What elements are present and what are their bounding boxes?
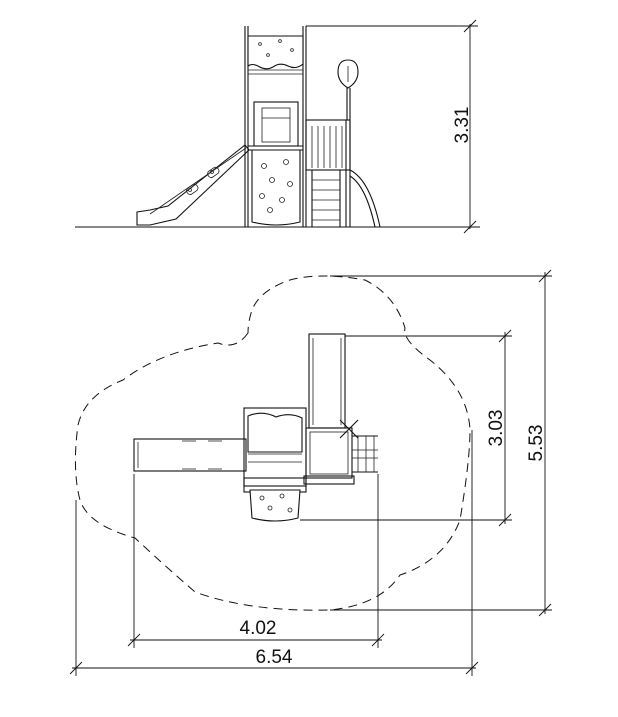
elevation-tower (244, 26, 307, 227)
dimension-depth-total-label: 5.53 (526, 425, 547, 462)
height-dimension: 3.31 (306, 19, 478, 234)
plan-tower (243, 407, 307, 522)
elevation-ladder-tower (305, 59, 381, 228)
plan-second-tower (303, 419, 378, 485)
width-inner-dimension: 4.02 (127, 474, 385, 648)
dimension-depth-inner-label: 3.03 (486, 410, 507, 447)
dimension-height-label: 3.31 (452, 107, 473, 144)
elevation-slide (136, 144, 250, 226)
dimension-width-inner-label: 4.02 (240, 618, 277, 639)
depth-inner-dimension: 3.03 (300, 329, 512, 527)
width-total-dimension: 6.54 (69, 430, 479, 676)
side-elevation: 3.31 (75, 19, 480, 234)
dimension-width-total-label: 6.54 (256, 647, 293, 668)
safety-zone-outline (74, 275, 471, 611)
plan-view: 3.03 5.53 4.02 6.54 (69, 269, 552, 676)
depth-total-dimension: 5.53 (330, 269, 552, 617)
plan-slide (133, 438, 247, 472)
plan-vertical-slide (308, 333, 346, 429)
